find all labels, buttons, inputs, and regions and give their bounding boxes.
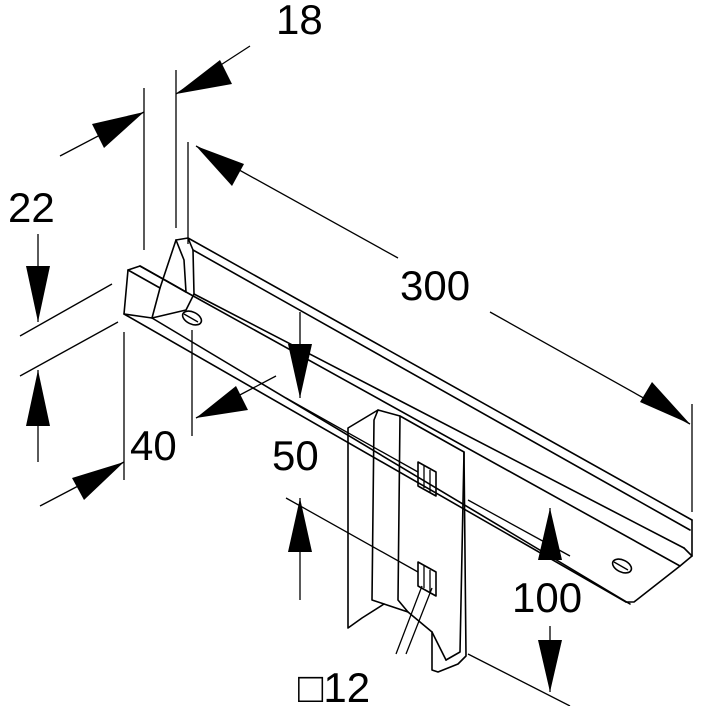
dimension-50: 50 [272, 432, 319, 479]
arrow-50-bottom [288, 498, 312, 552]
arrow-18-left [92, 112, 144, 148]
arrow-22-bottom [26, 370, 50, 426]
mounting-hole-front [181, 310, 203, 326]
dimension-lines [19, 45, 693, 706]
mounting-hole-rear [611, 558, 633, 574]
arrowheads [26, 60, 690, 692]
dimension-100: 100 [512, 574, 582, 621]
arrow-40-right [196, 386, 248, 418]
dimension-square-12: □12 [298, 664, 370, 706]
arrow-300-right [640, 382, 690, 424]
arrow-40-left [72, 462, 124, 500]
dimension-300: 300 [400, 262, 470, 309]
arrow-50-top [288, 344, 312, 398]
arrow-18-right [176, 60, 232, 94]
arrow-300-left [196, 146, 244, 186]
dimension-18: 18 [276, 0, 323, 43]
square-hole-lower [417, 561, 437, 597]
vertical-bracket [347, 409, 467, 673]
dimension-labels: 18 22 300 40 50 100 □12 [8, 0, 582, 706]
arrow-100-top [538, 508, 562, 560]
dimension-22: 22 [8, 184, 55, 231]
square-hole-upper [417, 461, 437, 497]
dimension-40: 40 [130, 422, 177, 469]
arrow-22-top [26, 266, 50, 322]
arrow-100-bottom [538, 640, 562, 692]
